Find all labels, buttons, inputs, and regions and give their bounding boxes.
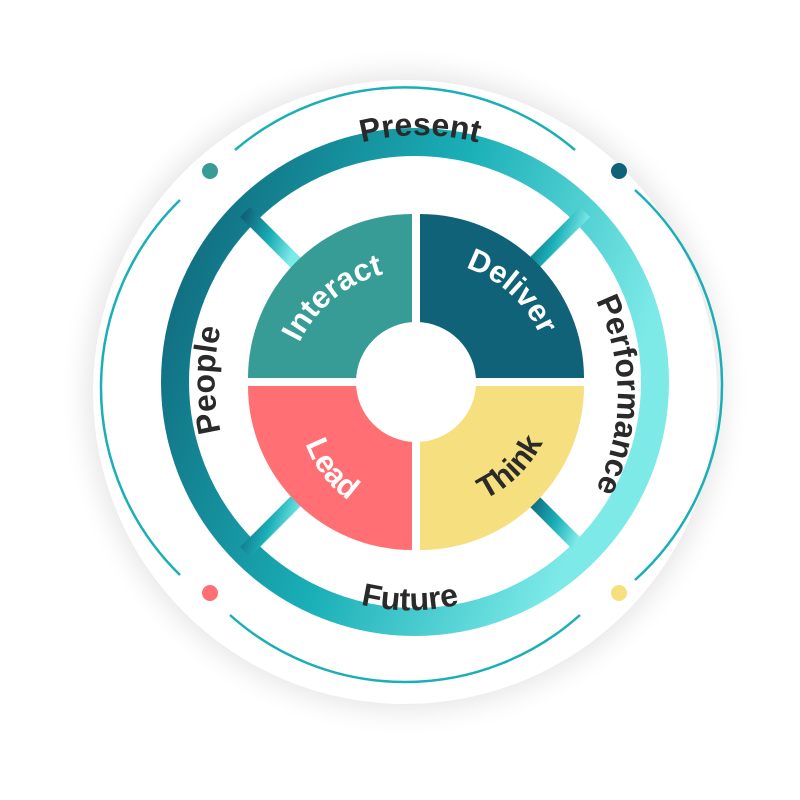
- center-hole: [356, 322, 476, 442]
- dot-top-left: [202, 163, 218, 179]
- spoke-bottom-left: [240, 492, 305, 557]
- label-future: Future: [359, 576, 460, 617]
- quadrant-think: [420, 386, 584, 550]
- outline-arc-bottom: [229, 614, 581, 684]
- outline-arc-left: [99, 199, 181, 576]
- spoke-top-right: [525, 207, 590, 272]
- spoke-top-left: [240, 207, 305, 272]
- dot-bottom-right: [611, 585, 627, 601]
- outline-arc-top: [234, 86, 576, 151]
- ring-spokes: [240, 207, 590, 557]
- label-people: People: [185, 322, 227, 437]
- quadrant-deliver: [420, 214, 584, 378]
- dot-bottom-left: [202, 585, 218, 601]
- quadrant-interact: [248, 214, 412, 378]
- outline-arc-right: [634, 189, 724, 581]
- spoke-bottom-right: [525, 492, 590, 557]
- quadrant-lead: [248, 386, 412, 550]
- dot-top-right: [611, 163, 627, 179]
- quadrants: [248, 214, 584, 550]
